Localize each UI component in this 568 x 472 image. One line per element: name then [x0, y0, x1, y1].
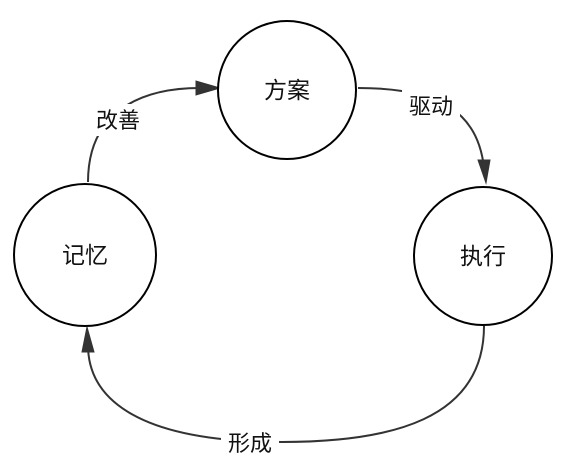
- node-memory-circle: [13, 183, 157, 327]
- node-execute-circle: [413, 186, 553, 326]
- edge-form-arrowhead: [81, 326, 95, 353]
- edge-form-label-bg: [221, 428, 279, 458]
- edge-drive-label: 驱动: [409, 95, 453, 120]
- node-memory-label: 记忆: [62, 243, 108, 269]
- edge-improve-label-bg: [88, 104, 148, 136]
- edge-form-label: 形成: [228, 432, 272, 457]
- node-plan-label: 方案: [264, 78, 310, 104]
- node-plan-circle: [217, 20, 357, 160]
- edge-form-line: [87, 325, 485, 444]
- edge-drive-label-group: 驱动: [402, 90, 460, 120]
- node-execute: 执行: [413, 186, 553, 326]
- edge-drive-label-bg: [402, 90, 460, 120]
- edge-form-label-group: 形成: [221, 428, 279, 458]
- edge-improve-label-group: 改善: [88, 104, 148, 136]
- edge-improve-label: 改善: [96, 109, 140, 134]
- node-plan: 方案: [217, 20, 357, 160]
- edge-improve-arrowhead: [195, 80, 222, 96]
- node-execute-label: 执行: [460, 244, 506, 270]
- node-memory: 记忆: [13, 183, 157, 327]
- edge-drive-arrowhead: [477, 159, 491, 185]
